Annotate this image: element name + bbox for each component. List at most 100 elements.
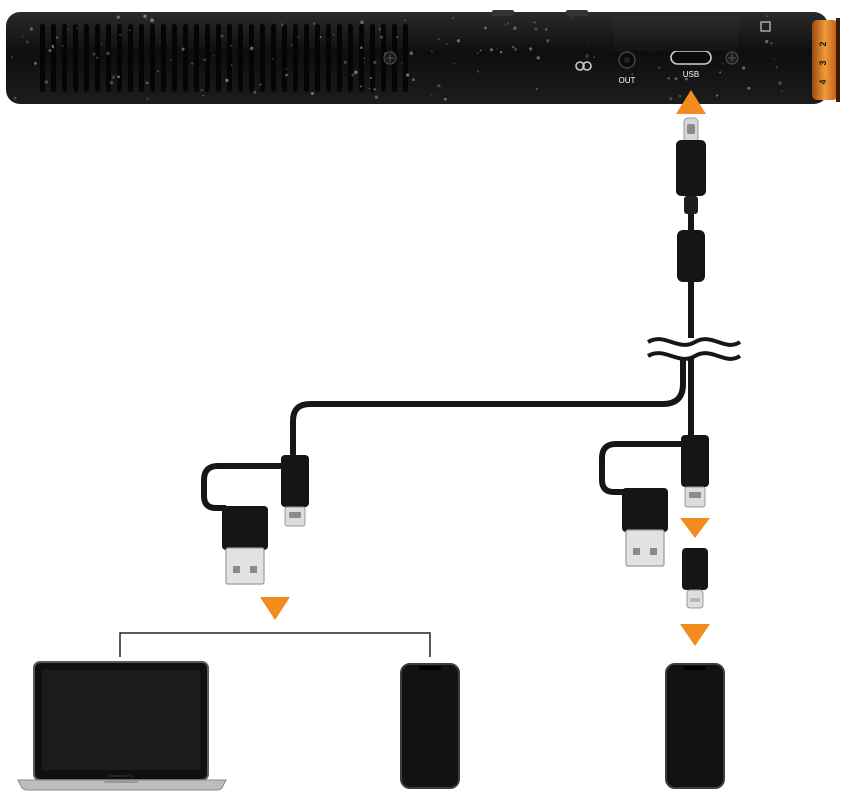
speckle	[764, 39, 769, 44]
speckle	[51, 44, 54, 47]
grille-slot	[106, 24, 111, 92]
speckle	[343, 60, 347, 64]
speckle	[297, 36, 300, 38]
arrow-down-icon	[260, 597, 290, 620]
speckle	[403, 19, 406, 22]
speckle	[536, 88, 538, 90]
arrow-down-icon	[680, 624, 710, 646]
speckle	[593, 56, 596, 59]
speckle	[203, 58, 207, 62]
out-port-label: OUT	[619, 76, 636, 85]
speckle	[431, 50, 433, 53]
mic-top-button-1	[492, 10, 514, 16]
speckle	[431, 94, 433, 96]
speckle	[716, 94, 719, 97]
grille-slot	[161, 24, 166, 92]
speckle	[775, 66, 778, 69]
grille-slot	[238, 24, 243, 92]
speckle	[72, 89, 74, 91]
speckle	[249, 46, 254, 51]
grille-slot	[205, 24, 210, 92]
speckle	[770, 42, 773, 45]
speckle	[507, 22, 510, 25]
mic-top-button-2	[566, 10, 588, 16]
speckle	[774, 58, 776, 60]
grille-slot	[194, 24, 199, 92]
speckle	[157, 70, 160, 73]
micro-usb-plug-housing	[681, 435, 709, 487]
usb-port-label: USB	[683, 70, 699, 79]
speckle	[446, 43, 448, 45]
usb-a-connector	[625, 529, 665, 567]
speckle	[685, 77, 688, 81]
grille-slot	[403, 24, 408, 92]
micro-usb-plug-housing	[281, 455, 309, 507]
speckle	[271, 58, 274, 60]
usb-a-plug-housing	[222, 506, 268, 550]
speckle	[67, 28, 69, 31]
speckle	[747, 86, 751, 90]
speckle	[111, 75, 115, 79]
speckle	[117, 75, 120, 79]
laptop-base	[17, 779, 227, 791]
speckle	[274, 17, 276, 19]
grille-slot	[260, 24, 265, 92]
speckle	[406, 73, 410, 77]
grille-slot	[84, 24, 89, 92]
speckle	[225, 78, 229, 83]
speckle	[145, 81, 149, 85]
grille-slot	[117, 24, 122, 92]
grille-slot	[62, 24, 67, 92]
mic-panel	[614, 15, 738, 51]
speckle	[453, 62, 456, 65]
speckle	[456, 39, 461, 43]
dial-number-2: 2	[818, 41, 828, 46]
speckle	[253, 90, 257, 94]
speckle	[678, 95, 682, 98]
speckle	[285, 68, 287, 70]
dial-number-3: 3	[818, 60, 828, 65]
grille-slot	[293, 24, 298, 92]
speckle	[62, 45, 64, 47]
speckle	[116, 15, 120, 19]
speckle	[44, 80, 49, 84]
speckle	[451, 17, 454, 19]
speckle	[534, 27, 538, 31]
speckle	[513, 26, 517, 31]
speckle	[722, 63, 724, 65]
speckle	[48, 49, 52, 53]
speckle	[327, 39, 329, 41]
grille-slot	[128, 24, 133, 92]
grille-slot	[40, 24, 45, 92]
speckle	[587, 42, 589, 44]
grille-slot	[227, 24, 232, 92]
grille-slot	[348, 24, 353, 92]
speckle	[118, 33, 122, 36]
speckle	[200, 89, 203, 92]
speckle	[360, 20, 364, 25]
speckle	[544, 28, 548, 31]
speckle	[181, 47, 185, 51]
speckle	[353, 70, 358, 75]
speckle	[477, 70, 480, 73]
grille-slot	[271, 24, 276, 92]
grille-slot	[304, 24, 309, 92]
speckle	[412, 78, 415, 82]
speckle	[220, 34, 224, 38]
grille-slot	[172, 24, 177, 92]
speckle	[484, 26, 487, 30]
grille-slot	[139, 24, 144, 92]
grille-slot	[370, 24, 375, 92]
speckle	[503, 23, 506, 26]
speckle	[310, 91, 314, 96]
usb-a-connector	[225, 547, 265, 585]
speckle	[536, 56, 541, 60]
arrow-down-icon	[680, 518, 710, 538]
grille-slot	[150, 24, 155, 92]
grille-slot	[249, 24, 254, 92]
speckle	[514, 47, 518, 51]
left-adapter-cable	[201, 455, 309, 585]
speckle	[92, 52, 96, 56]
arrow-up-icon	[676, 90, 706, 114]
speckle	[374, 95, 379, 99]
